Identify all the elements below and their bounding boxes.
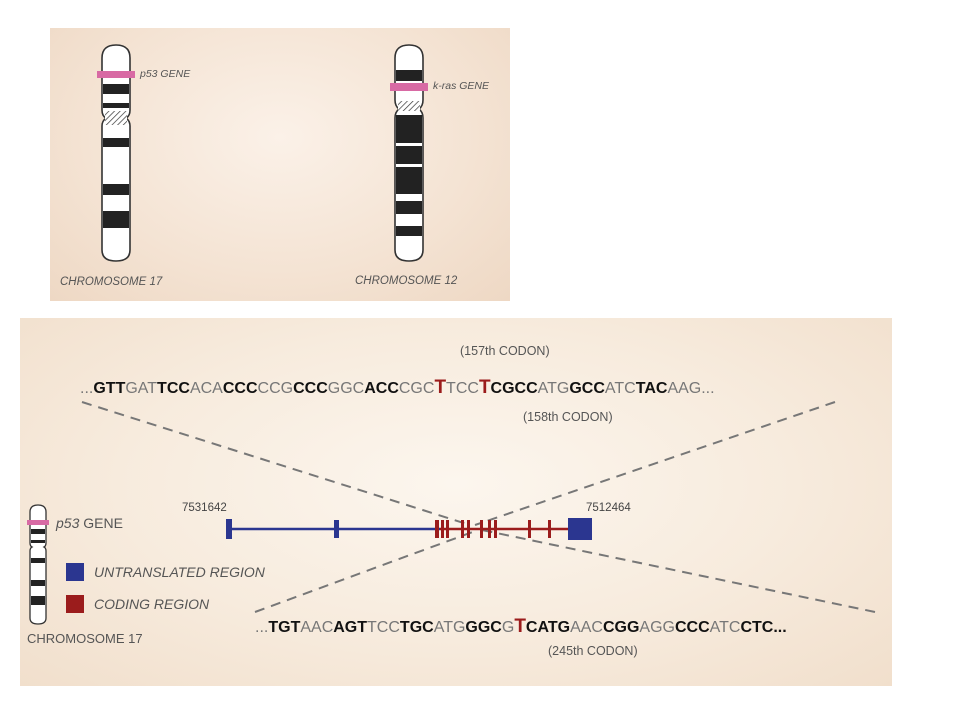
p53-gene-marker [97,71,135,78]
sequence-segment: AGG [639,619,675,636]
coordinate-left: 7531642 [182,502,227,514]
sequence-segment: ACA [189,380,223,397]
sequence-segment: TCC [157,380,190,397]
sequence-segment: ATG [433,619,466,636]
codon-157-label: (157th CODON) [460,344,550,358]
coding-region-label: CODING REGION [94,596,210,612]
sequence-segment: ATC [709,619,741,636]
sequence-segment: TGT [268,619,301,636]
sequence-segment: TCC [367,619,400,636]
chromosome-12-ideogram [390,44,428,262]
sequence-segment: ACC [364,380,399,397]
zoom-line-lower-right [481,529,876,613]
untranslated-region-label: UNTRANSLATED REGION [94,564,265,580]
sequence-segment: GAT [125,380,158,397]
coordinate-right: 7512464 [586,502,631,514]
sequence-segment: GCC [569,380,605,397]
sequence-segment: ... [255,619,269,636]
legend-chromosome-17-ideogram [27,504,49,625]
chromosome-17-ideogram [97,44,135,262]
sequence-segment: CGC [398,380,435,397]
p53-gene-label: p53 GENE [139,68,191,80]
sequence-segment: AGT [333,619,368,636]
chromosome-ideograms: p53 GENE k-ras GENE CHROMOSOME 17 CHROMO… [60,44,490,288]
sequence-segment: TAC [635,380,668,397]
legend-chromosome-17-label: CHROMOSOME 17 [27,631,143,646]
sequence-segment: T [514,616,526,637]
zoom-line-upper-right [474,401,836,526]
sequence-segment: G [501,619,515,636]
sequence-segment: AAC [300,619,334,636]
sequence-segment: GGC [327,380,365,397]
sequence-segment: CATG [525,619,571,636]
sequence-segment: CCG [257,380,294,397]
sequence-segment: T [434,377,447,398]
chromosome-12-label: CHROMOSOME 12 [355,275,458,287]
k-ras-gene-label: k-ras GENE [433,80,490,92]
p53-gene-structure [226,518,592,540]
k-ras-gene-marker [390,83,428,91]
sequence-segment: CCC [674,619,710,636]
chromosome-ideogram-panel: p53 GENE k-ras GENE CHROMOSOME 17 CHROMO… [50,28,510,301]
sequence-segment: CTC... [740,619,787,636]
zoom-line-upper-left [81,401,471,526]
sequence-segment: ATG [537,380,570,397]
p53-gene-detail-panel: (157th CODON) (158th CODON) (245th CODON… [20,318,892,686]
bottom-dna-sequence: ...TGTAACAGTTCCTGCATGGGCGTCATGAACCGGAGGC… [255,616,787,638]
sequence-segment: AAG... [667,380,715,397]
sequence-segment: CCC [293,380,328,397]
untranslated-region-swatch [66,563,84,581]
sequence-segment: ... [80,380,94,397]
coding-region-swatch [66,595,84,613]
sequence-segment: CCC [222,380,258,397]
sequence-segment: GGC [465,619,502,636]
zoom-line-lower-left [254,529,479,613]
sequence-segment: T [478,377,491,398]
sequence-segment: TGC [399,619,434,636]
sequence-segment: ATC [604,380,636,397]
legend-p53-gene-label: p53 GENE [56,515,123,531]
chromosome-17-label: CHROMOSOME 17 [60,276,163,288]
sequence-segment: CGG [602,619,640,636]
codon-245-label: (245th CODON) [548,644,638,658]
codon-158-label: (158th CODON) [523,410,613,424]
sequence-segment: GTT [93,380,126,397]
sequence-segment: AAC [570,619,603,636]
sequence-segment: CGCC [490,380,538,397]
top-dna-sequence: ...GTTGATTCCACACCCCCGCCCGGCACCCGCTTCCTCG… [80,377,715,399]
sequence-segment: TCC [446,380,479,397]
gene-map-diagram [27,401,876,625]
